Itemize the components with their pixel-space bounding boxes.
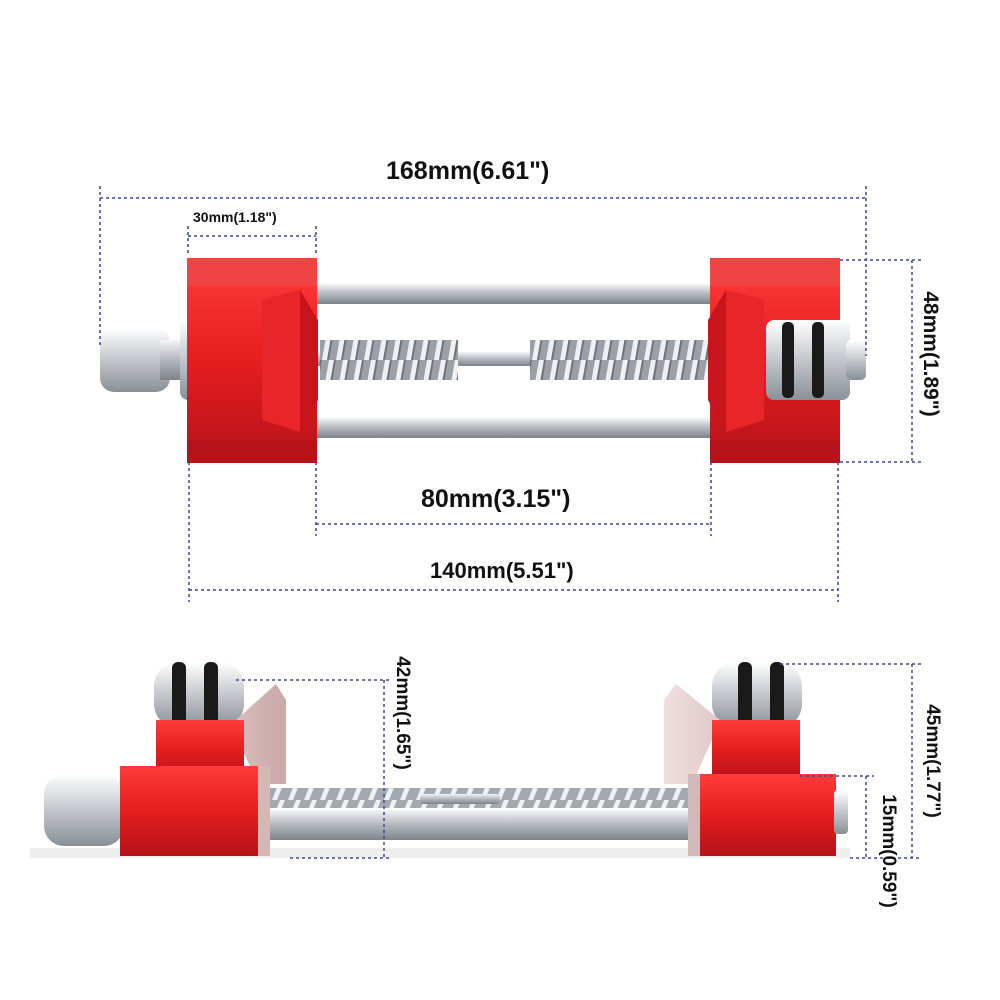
block-span-label: 140mm(5.51"): [430, 558, 574, 583]
side-right-block: [688, 774, 848, 856]
top-view: [99, 186, 922, 602]
rod-height-label: 15mm(0.59"): [878, 794, 899, 908]
right-nut: [846, 340, 866, 380]
side-right-bracket: [664, 684, 800, 784]
top-dimension-lines: [99, 186, 922, 602]
right-spring: [530, 340, 708, 380]
side-center-shaft: [420, 794, 500, 804]
overall-length-label: 168mm(6.61"): [386, 157, 550, 185]
right-oring-1: [782, 322, 794, 398]
side-dimension-lines: [236, 663, 922, 859]
ground-shadow: [30, 848, 850, 858]
right-washer-stack: [766, 320, 850, 400]
side-rod: [240, 810, 710, 840]
total-height-label: 45mm(1.77"): [922, 704, 943, 818]
left-spring: [320, 340, 458, 380]
left-knob: [100, 328, 170, 392]
side-left-roller: [154, 662, 244, 728]
roller-height-label: 42mm(1.65"): [392, 656, 413, 770]
left-end-block: [187, 258, 318, 463]
end-block-width-label: 30mm(1.18"): [193, 209, 277, 225]
block-height-label: 48mm(1.89"): [919, 291, 942, 417]
side-left-knob: [44, 774, 124, 846]
side-right-roller: [712, 662, 802, 728]
right-oring-2: [812, 322, 824, 398]
side-left-block: [120, 766, 270, 856]
lower-rod: [300, 418, 720, 438]
side-view: [30, 662, 922, 859]
upper-rod: [300, 284, 720, 304]
inner-gap-label: 80mm(3.15"): [421, 485, 571, 513]
